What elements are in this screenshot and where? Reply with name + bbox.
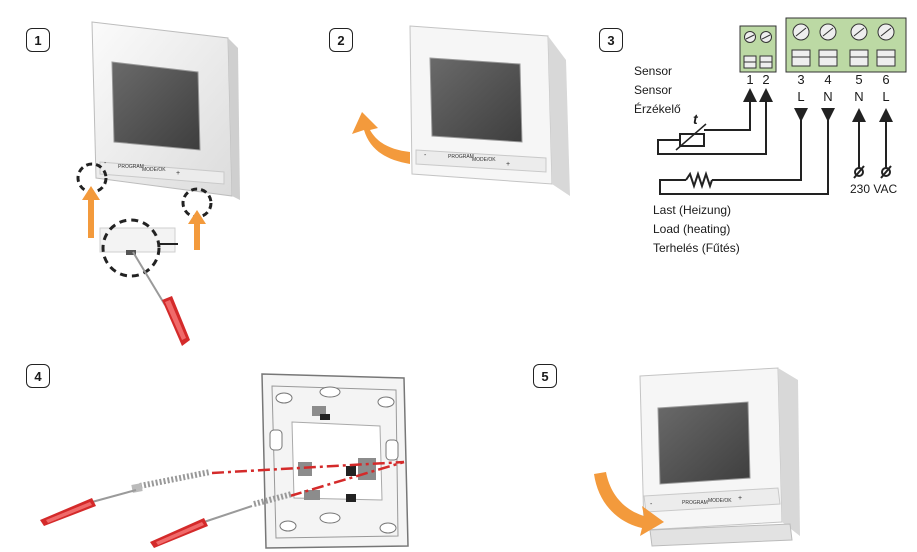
terminal-block-power [785,17,907,73]
terminal-letter-3: L [797,89,805,104]
plus-sign: + [176,170,180,177]
supply-voltage-label: 230 VAC [850,182,898,196]
terminal-letter-4: N [823,89,833,104]
supply-connectors [853,165,892,179]
terminal-number-6: 6 [882,72,890,87]
terminal-number-1: 1 [746,72,754,87]
load-label-de: Last (Heizung) [653,203,732,217]
terminal-number-3: 3 [797,72,805,87]
plus-sign-5: + [738,495,742,502]
minus-sign-5: - [650,501,653,508]
program-button-label-5: PROGRAM [682,500,708,506]
terminal-letter-5: N [854,89,864,104]
mode-button-label-5: MODE/OK [708,498,732,504]
screwdriver-upper [40,489,137,526]
thermostat-tilted-step2 [409,25,570,196]
close-arrow-step5 [594,472,664,536]
step-badge-4: 4 [26,364,50,388]
terminal-block-sensor [739,25,777,73]
program-button-label-2: PROGRAM [448,154,474,160]
load-label-hu: Terhelés (Fűtés) [653,241,740,255]
program-button-label: PROGRAM [118,164,144,170]
step-badge-2: 2 [329,28,353,52]
push-up-arrow-right [188,210,206,250]
step-badge-5: 5 [533,364,557,388]
sensor-label-hu: Érzékelő [634,102,681,116]
terminal-number-4: 4 [824,72,832,87]
terminal-number-5: 5 [855,72,863,87]
minus-sign-2: - [424,152,427,159]
screwdriver-step1 [132,251,190,346]
thermostat-front-step1 [91,21,240,200]
sensor-label-en: Sensor [634,83,673,97]
thermostat-closing-step5 [639,367,800,547]
screw-axis-lower [289,460,405,498]
step-badge-1: 1 [26,28,50,52]
mounting-plate [261,373,409,549]
screwdriver-lower [150,505,253,548]
sensor-t-symbol: t [693,111,698,127]
terminal-number-2: 2 [762,72,770,87]
tilt-arrow-step2 [352,112,410,164]
minus-sign: - [104,160,107,167]
plus-sign-2: + [506,161,510,168]
screw-lower [253,491,293,507]
step-badge-3: 3 [599,28,623,52]
load-label-en: Load (heating) [653,222,731,236]
sensor-label-de: Sensor [634,64,673,78]
mode-button-label: MODE/OK [142,167,166,173]
mode-button-label-2: MODE/OK [472,157,496,163]
heating-load-resistor [685,170,713,190]
temperature-sensor-symbol [679,133,705,147]
push-up-arrow-left [82,186,100,238]
terminal-letter-6: L [882,89,890,104]
screw-axis-upper [211,460,405,475]
